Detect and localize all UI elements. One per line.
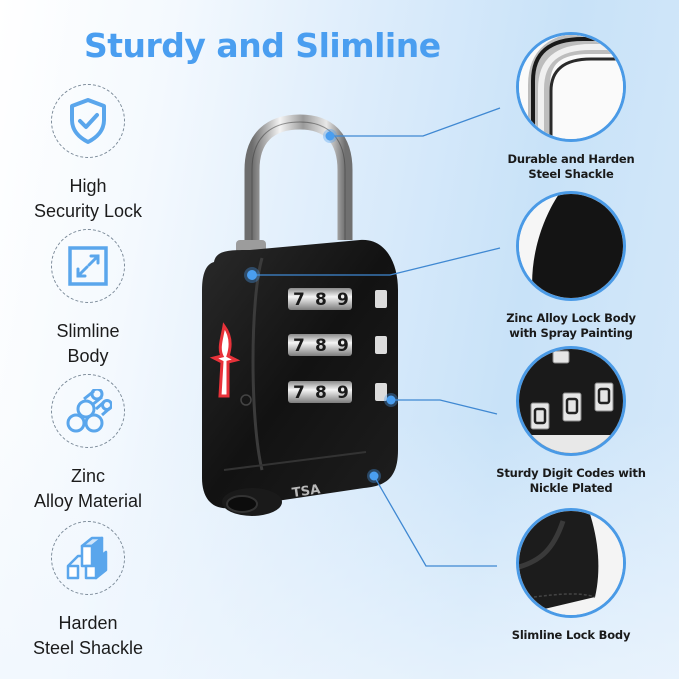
shackle-closeup — [516, 32, 626, 142]
svg-text:7: 7 — [293, 383, 305, 403]
svg-text:8: 8 — [315, 336, 327, 356]
pipes-bundle-icon — [66, 389, 112, 433]
feature-label: Slimline Body — [56, 321, 120, 366]
svg-text:8: 8 — [315, 290, 327, 310]
callout-caption: Sturdy Digit Codes with Nickle Plated — [496, 466, 646, 495]
slimline-body-closeup-icon — [519, 511, 623, 615]
shield-check-icon — [70, 98, 106, 144]
dashed-ring — [51, 521, 125, 595]
svg-text:8: 8 — [315, 383, 327, 403]
svg-text:7: 7 — [293, 336, 305, 356]
expand-arrows-icon — [68, 246, 108, 286]
lock-body-closeup — [516, 191, 626, 301]
callout-lock-body: Zinc Alloy Lock Body with Spray Painting — [476, 191, 666, 341]
dashed-ring — [51, 374, 125, 448]
svg-text:TSA: TSA — [291, 482, 321, 501]
digit-codes-closeup-icon — [519, 349, 623, 453]
dashed-ring — [51, 84, 125, 158]
digit-codes-closeup — [516, 346, 626, 456]
callout-slimline-body: Slimline Lock Body — [476, 508, 666, 643]
feature-harden-steel: Harden Steel Shackle — [0, 521, 176, 661]
callout-shackle: Durable and Harden Steel Shackle — [476, 32, 666, 182]
feature-label: Zinc Alloy Material — [33, 466, 143, 511]
svg-text:9: 9 — [337, 290, 349, 310]
svg-text:7: 7 — [293, 290, 305, 310]
callout-caption: Slimline Lock Body — [511, 628, 631, 642]
dashed-ring — [51, 229, 125, 303]
shackle-closeup-icon — [519, 35, 623, 139]
svg-text:9: 9 — [337, 383, 349, 403]
feature-zinc-alloy: Zinc Alloy Material — [0, 374, 176, 514]
feature-high-security: High Security Lock — [0, 84, 176, 224]
steel-bars-icon — [66, 536, 108, 580]
lock-body-closeup-icon — [519, 194, 623, 298]
callout-caption: Zinc Alloy Lock Body with Spray Painting — [506, 311, 636, 340]
slimline-body-closeup — [516, 508, 626, 618]
feature-label: Harden Steel Shackle — [32, 613, 144, 658]
svg-text:9: 9 — [337, 336, 349, 356]
page-title: Sturdy and Slimline — [84, 26, 441, 65]
feature-label: High Security Lock — [33, 176, 143, 221]
feature-slimline-body: Slimline Body — [0, 229, 176, 369]
callout-digit-codes: Sturdy Digit Codes with Nickle Plated — [476, 346, 666, 496]
callout-caption: Durable and Harden Steel Shackle — [507, 152, 635, 181]
